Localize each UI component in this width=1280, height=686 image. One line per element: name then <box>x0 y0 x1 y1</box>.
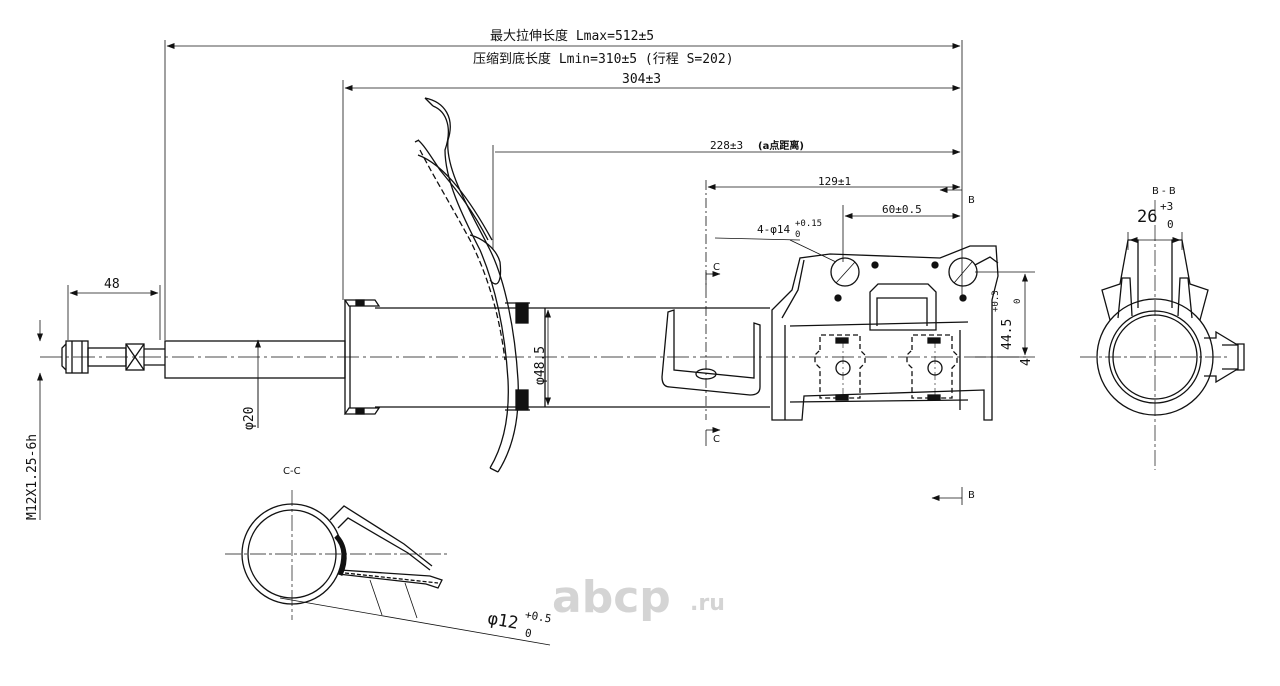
dim-holes-tol-upper: +0.15 <box>795 219 822 229</box>
dim-228-note: (a点距离) <box>758 139 804 152</box>
dim-60: 60±0.5 <box>882 203 922 216</box>
dim-44-5: 44.5 <box>1000 319 1015 350</box>
dim-26: 26 <box>1137 207 1157 227</box>
spring-seat <box>414 97 530 473</box>
dim-lmax: 最大拉伸长度 Lmax=512±5 <box>490 28 654 44</box>
knuckle-bracket <box>771 245 999 421</box>
dim-304: 304±3 <box>622 72 661 87</box>
dimension-lines <box>37 40 1035 520</box>
dim-228: 228±3 <box>710 139 743 152</box>
dim-d12-tol-upper: +0.5 <box>524 608 552 625</box>
top-cap <box>343 299 381 415</box>
dim-lmin: 压缩到底长度 Lmin=310±5 (行程 S=202) <box>473 51 734 67</box>
label-c-bottom: C <box>713 434 720 445</box>
dim-26-tol-lower: 0 <box>1167 218 1174 231</box>
dim-d12-tol-lower: 0 <box>524 626 533 640</box>
dim-d20: φ20 <box>242 407 257 430</box>
brake-hose-bracket <box>661 309 761 396</box>
dim-holes: 4-φ14 <box>757 223 790 236</box>
dimension-text: 最大拉伸长度 Lmax=512±5 压缩到底长度 Lmin=310±5 (行程 … <box>25 28 1174 640</box>
section-c-c <box>225 490 551 646</box>
dim-thread: M12X1.25-6h <box>25 434 40 520</box>
main-view <box>40 97 1030 473</box>
label-b-bottom: B <box>968 490 975 501</box>
dim-48: 48 <box>104 277 120 292</box>
dim-26-tol-upper: +3 <box>1160 200 1173 213</box>
section-b-b <box>1080 200 1245 470</box>
piston-rod <box>164 340 346 379</box>
dim-holes-tol-lower: 0 <box>795 230 800 240</box>
label-bb: B - B <box>1152 186 1176 197</box>
dim-129: 129±1 <box>818 175 851 188</box>
label-c-top: C <box>713 262 720 273</box>
label-cc: C-C <box>283 466 301 477</box>
watermark-brand: abcp <box>552 572 671 623</box>
label-b-top: B <box>968 195 975 206</box>
threaded-stud <box>61 340 165 374</box>
dim-44-5-tol-lower: 0 <box>1013 299 1023 304</box>
dim-d48-5: φ48.5 <box>533 346 548 385</box>
dim-4: 4 <box>1019 358 1034 366</box>
section-labels: B - B C-C C C B B <box>283 186 1176 501</box>
watermark-tld: .ru <box>690 591 725 616</box>
watermark: abcp .ru <box>552 572 725 623</box>
outer-tube <box>375 307 770 408</box>
dim-d12: φ12 <box>486 609 520 634</box>
dim-44-5-tol-upper: +0.3 <box>991 290 1001 312</box>
